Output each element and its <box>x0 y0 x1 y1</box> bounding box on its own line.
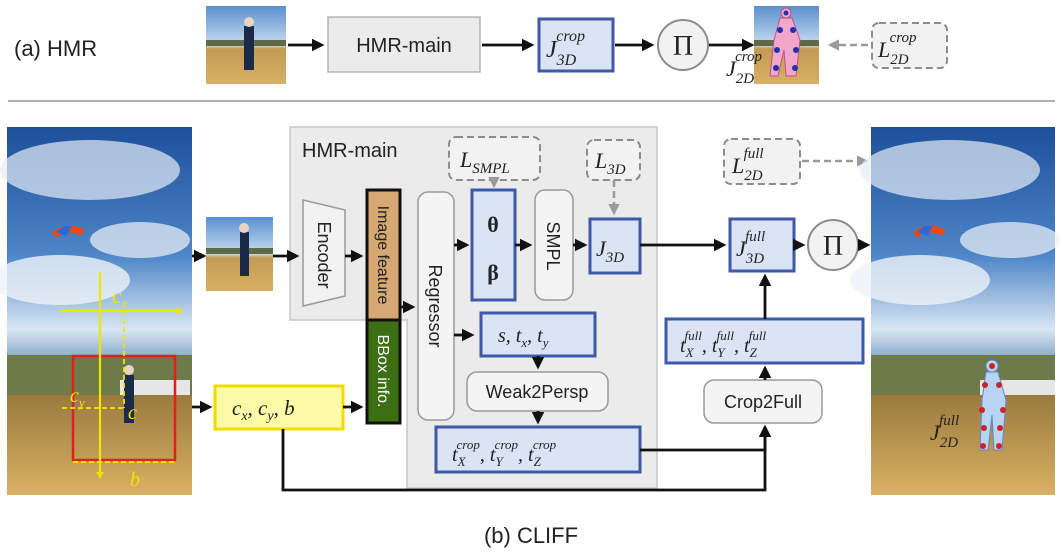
hmr-projection-node <box>657 19 709 71</box>
hmr-j3d-crop-box <box>537 17 615 73</box>
hmr-label: (a) HMR <box>14 36 97 61</box>
hmr-j2d-crop: J2Dcrop <box>726 49 763 87</box>
j2d-full: J2Dfull <box>930 413 959 451</box>
photo-cy-label: cy <box>70 385 85 410</box>
bbox-info-label: BBox info. <box>374 335 391 408</box>
hmr-output-photo <box>754 6 819 84</box>
regressor-label: Regressor <box>425 264 445 347</box>
svg-text:Π: Π <box>673 31 693 62</box>
cliff-output-photo <box>850 127 1060 495</box>
j3d: J3D <box>596 236 624 266</box>
j3d-full-box <box>728 217 796 273</box>
bbox-info-block <box>365 318 402 425</box>
cam-params: s, tx, ty <box>498 325 549 350</box>
regressor-block <box>417 191 455 421</box>
photo-cx-label: cx <box>112 283 129 312</box>
j3d-full: J3Dfull <box>736 229 765 267</box>
l-smpl: LSMPL <box>459 147 510 177</box>
l-3d: L3D <box>594 148 626 178</box>
smpl-label: SMPL <box>543 221 563 270</box>
svg-text:Π: Π <box>823 231 843 262</box>
cliff-label: (b) CLIFF <box>484 523 578 548</box>
beta-label: β <box>487 260 499 285</box>
encoder-label: Encoder <box>314 221 334 288</box>
l-3d-box <box>586 139 641 181</box>
cliff-cropped-photo <box>206 217 273 291</box>
t-full-box <box>664 317 865 365</box>
l2d-full-box <box>723 138 801 185</box>
theta-label: θ <box>487 212 498 237</box>
photo-c-label: c <box>128 402 137 424</box>
cliff-hmr-main-title: HMR-main <box>302 140 398 162</box>
hmr-l2d-crop: L2Dcrop <box>877 30 917 68</box>
t-full: tXfull, tYfull, tZfull <box>680 328 767 360</box>
hmr-input-photo <box>206 6 286 84</box>
j3d-box <box>588 217 642 275</box>
l2d-full: L2Dfull <box>731 146 764 184</box>
photo-b-label: b <box>130 469 140 491</box>
weak2persp-label: Weak2Persp <box>486 382 589 402</box>
image-feature-block <box>365 188 402 322</box>
hmr-main-label: HMR-main <box>356 35 452 57</box>
crop2full-block <box>703 379 823 424</box>
hmr-j3d-crop: J3Dcrop <box>546 28 585 69</box>
encoder-block <box>302 199 346 307</box>
hmr-l2d-crop-box <box>871 22 948 69</box>
hmr-main-box <box>327 16 481 73</box>
crop2full-label: Crop2Full <box>724 392 802 412</box>
t-crop-box <box>434 425 642 474</box>
t-crop: tXcrop, tYcrop, tZcrop <box>452 437 557 469</box>
bbox-input: cx, cy, b <box>232 396 295 424</box>
image-feature-label: Image feature <box>374 206 391 305</box>
